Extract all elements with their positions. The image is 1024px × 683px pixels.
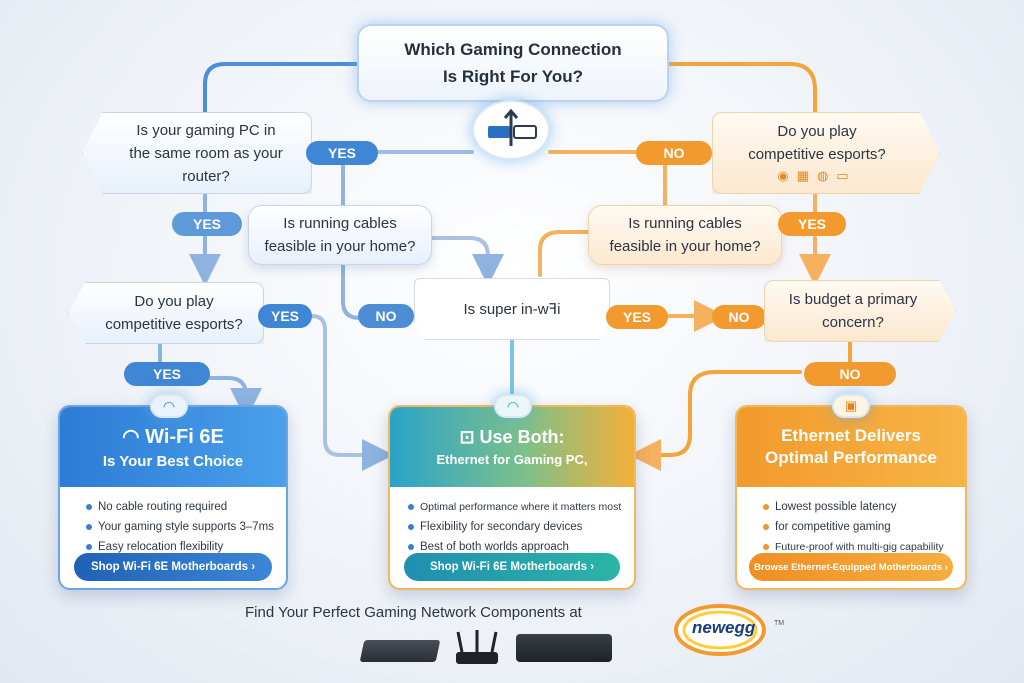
question-budget: Is budget a primary concern?: [764, 280, 956, 342]
yes-label-center: YES: [606, 305, 668, 329]
wifi-card-subtitle: Is Your Best Choice: [102, 453, 244, 470]
yes-label-same-room: YES: [306, 141, 378, 165]
cables-left-line-1: Is running cables: [283, 215, 397, 232]
shop-wifi-6e-button[interactable]: Shop Wi-Fi 6E Motherboards ›: [74, 553, 272, 581]
esports-right-line-2: competitive esports?: [748, 146, 886, 163]
router-image: [450, 628, 504, 668]
yes-label-left: YES: [172, 212, 242, 236]
both-card-title: Use Both:: [479, 427, 565, 447]
cables-right-line-2: feasible in your home?: [609, 238, 761, 255]
both-card-subtitle: Ethernet for Gaming PC,: [436, 452, 588, 467]
no-label-cables-left: NO: [358, 304, 414, 328]
question-cables-left: Is running cables feasible in your home?: [248, 205, 432, 265]
wifi-badge-icon: ◠: [150, 394, 188, 418]
list-item: Flexibility for secondary devices: [408, 517, 634, 537]
network-switch-icon: [472, 100, 550, 160]
ethernet-badge-icon: ▣: [832, 394, 870, 418]
list-item: No cable routing required: [86, 497, 286, 517]
page-title: Which Gaming Connection Is Right For You…: [357, 24, 669, 102]
list-item: Optimal performance where it matters mos…: [408, 497, 634, 517]
list-item: Your gaming style supports 3–7ms: [86, 517, 286, 537]
newegg-logo[interactable]: newegg TM: [670, 600, 790, 658]
ethernet-card-title: Ethernet Delivers: [781, 426, 921, 445]
wifi-card-header: ◠ Wi-Fi 6E Is Your Best Choice: [60, 407, 286, 487]
network-switch-image: [516, 634, 612, 662]
wifi-badge-icon-center: ◠: [494, 394, 532, 418]
both-card-header: ⊡ Use Both: Ethernet for Gaming PC,: [390, 407, 634, 487]
title-line-1: Which Gaming Connection: [404, 40, 622, 59]
console-icon: ▭: [836, 168, 857, 183]
gaming-icons-row: ◉▦◍▭: [748, 166, 886, 186]
question-cables-right: Is running cables feasible in your home?: [588, 205, 782, 265]
list-item: Lowest possible latency: [763, 497, 965, 517]
ethernet-card: Ethernet Delivers Optimal Performance Lo…: [735, 405, 967, 590]
wifi-card-title-row: ◠ Wi-Fi 6E: [122, 424, 224, 449]
question-esports-left: Do you play competitive esports?: [68, 282, 264, 344]
motherboard-image: [359, 640, 441, 662]
yes-label-under-esports: YES: [124, 362, 210, 386]
no-label-center-right: NO: [712, 305, 766, 329]
shop-wifi-6e-button-center[interactable]: Shop Wi-Fi 6E Motherboards ›: [404, 553, 620, 581]
gpu-icon: ▦: [796, 168, 817, 183]
footer-text: Find Your Perfect Gaming Network Compone…: [245, 604, 582, 621]
wifi-card-list: No cable routing required Your gaming st…: [60, 487, 286, 557]
esports-right-line-1: Do you play: [777, 123, 857, 140]
ethernet-card-list: Lowest possible latency for competitive …: [737, 487, 965, 557]
wifi-icon: ◠: [122, 426, 140, 448]
newegg-trademark: TM: [774, 620, 785, 627]
same-room-line-1: Is your gaming PC in: [136, 121, 276, 139]
ethernet-card-subtitle: Optimal Performance: [765, 448, 937, 467]
newegg-logo-text: newegg: [692, 618, 756, 637]
list-item: Best of both worlds approach: [408, 537, 634, 557]
wifi-card-title: Wi-Fi 6E: [145, 426, 224, 448]
super-wifi-line-1: Is super in-wꟻi: [463, 300, 561, 318]
no-label-top-right: NO: [636, 141, 712, 165]
cables-left-line-2: feasible in your home?: [264, 238, 416, 255]
list-item: Future-proof with multi-gig capability: [763, 537, 965, 557]
same-room-line-2: the same room as your: [129, 144, 283, 162]
budget-line-1: Is budget a primary: [788, 291, 918, 308]
esports-left-line-1: Do you play: [134, 293, 214, 310]
controller-icon: ◉: [777, 168, 797, 183]
question-same-room: Is your gaming PC in the same room as yo…: [82, 112, 312, 194]
list-item: for competitive gaming: [763, 517, 965, 537]
browse-ethernet-button[interactable]: Browse Ethernet-Equipped Motherboards ›: [749, 553, 953, 581]
question-esports-right: Do you play competitive esports? ◉▦◍▭: [712, 112, 940, 194]
wifi-6e-card: ◠ Wi-Fi 6E Is Your Best Choice No cable …: [58, 405, 288, 590]
esports-left-line-2: competitive esports?: [105, 316, 243, 333]
question-super-wifi: Is super in-wꟻi: [414, 278, 610, 340]
budget-line-2: concern?: [822, 314, 884, 331]
both-card-list: Optimal performance where it matters mos…: [390, 487, 634, 557]
title-line-2: Is Right For You?: [442, 67, 584, 86]
yes-label-esports-left: YES: [258, 304, 312, 328]
same-room-line-3: router?: [182, 167, 230, 185]
use-both-card: ⊡ Use Both: Ethernet for Gaming PC, Opti…: [388, 405, 636, 590]
cables-right-line-1: Is running cables: [628, 215, 742, 232]
both-card-title-row: ⊡ Use Both:: [459, 427, 564, 448]
headset-icon: ◍: [816, 168, 837, 183]
yes-label-right: YES: [778, 212, 846, 236]
list-item: Easy relocation flexibility: [86, 537, 286, 557]
no-label-budget: NO: [804, 362, 896, 386]
ethernet-port-icon: ⊡: [459, 427, 475, 447]
ethernet-card-header: Ethernet Delivers Optimal Performance: [737, 407, 965, 487]
